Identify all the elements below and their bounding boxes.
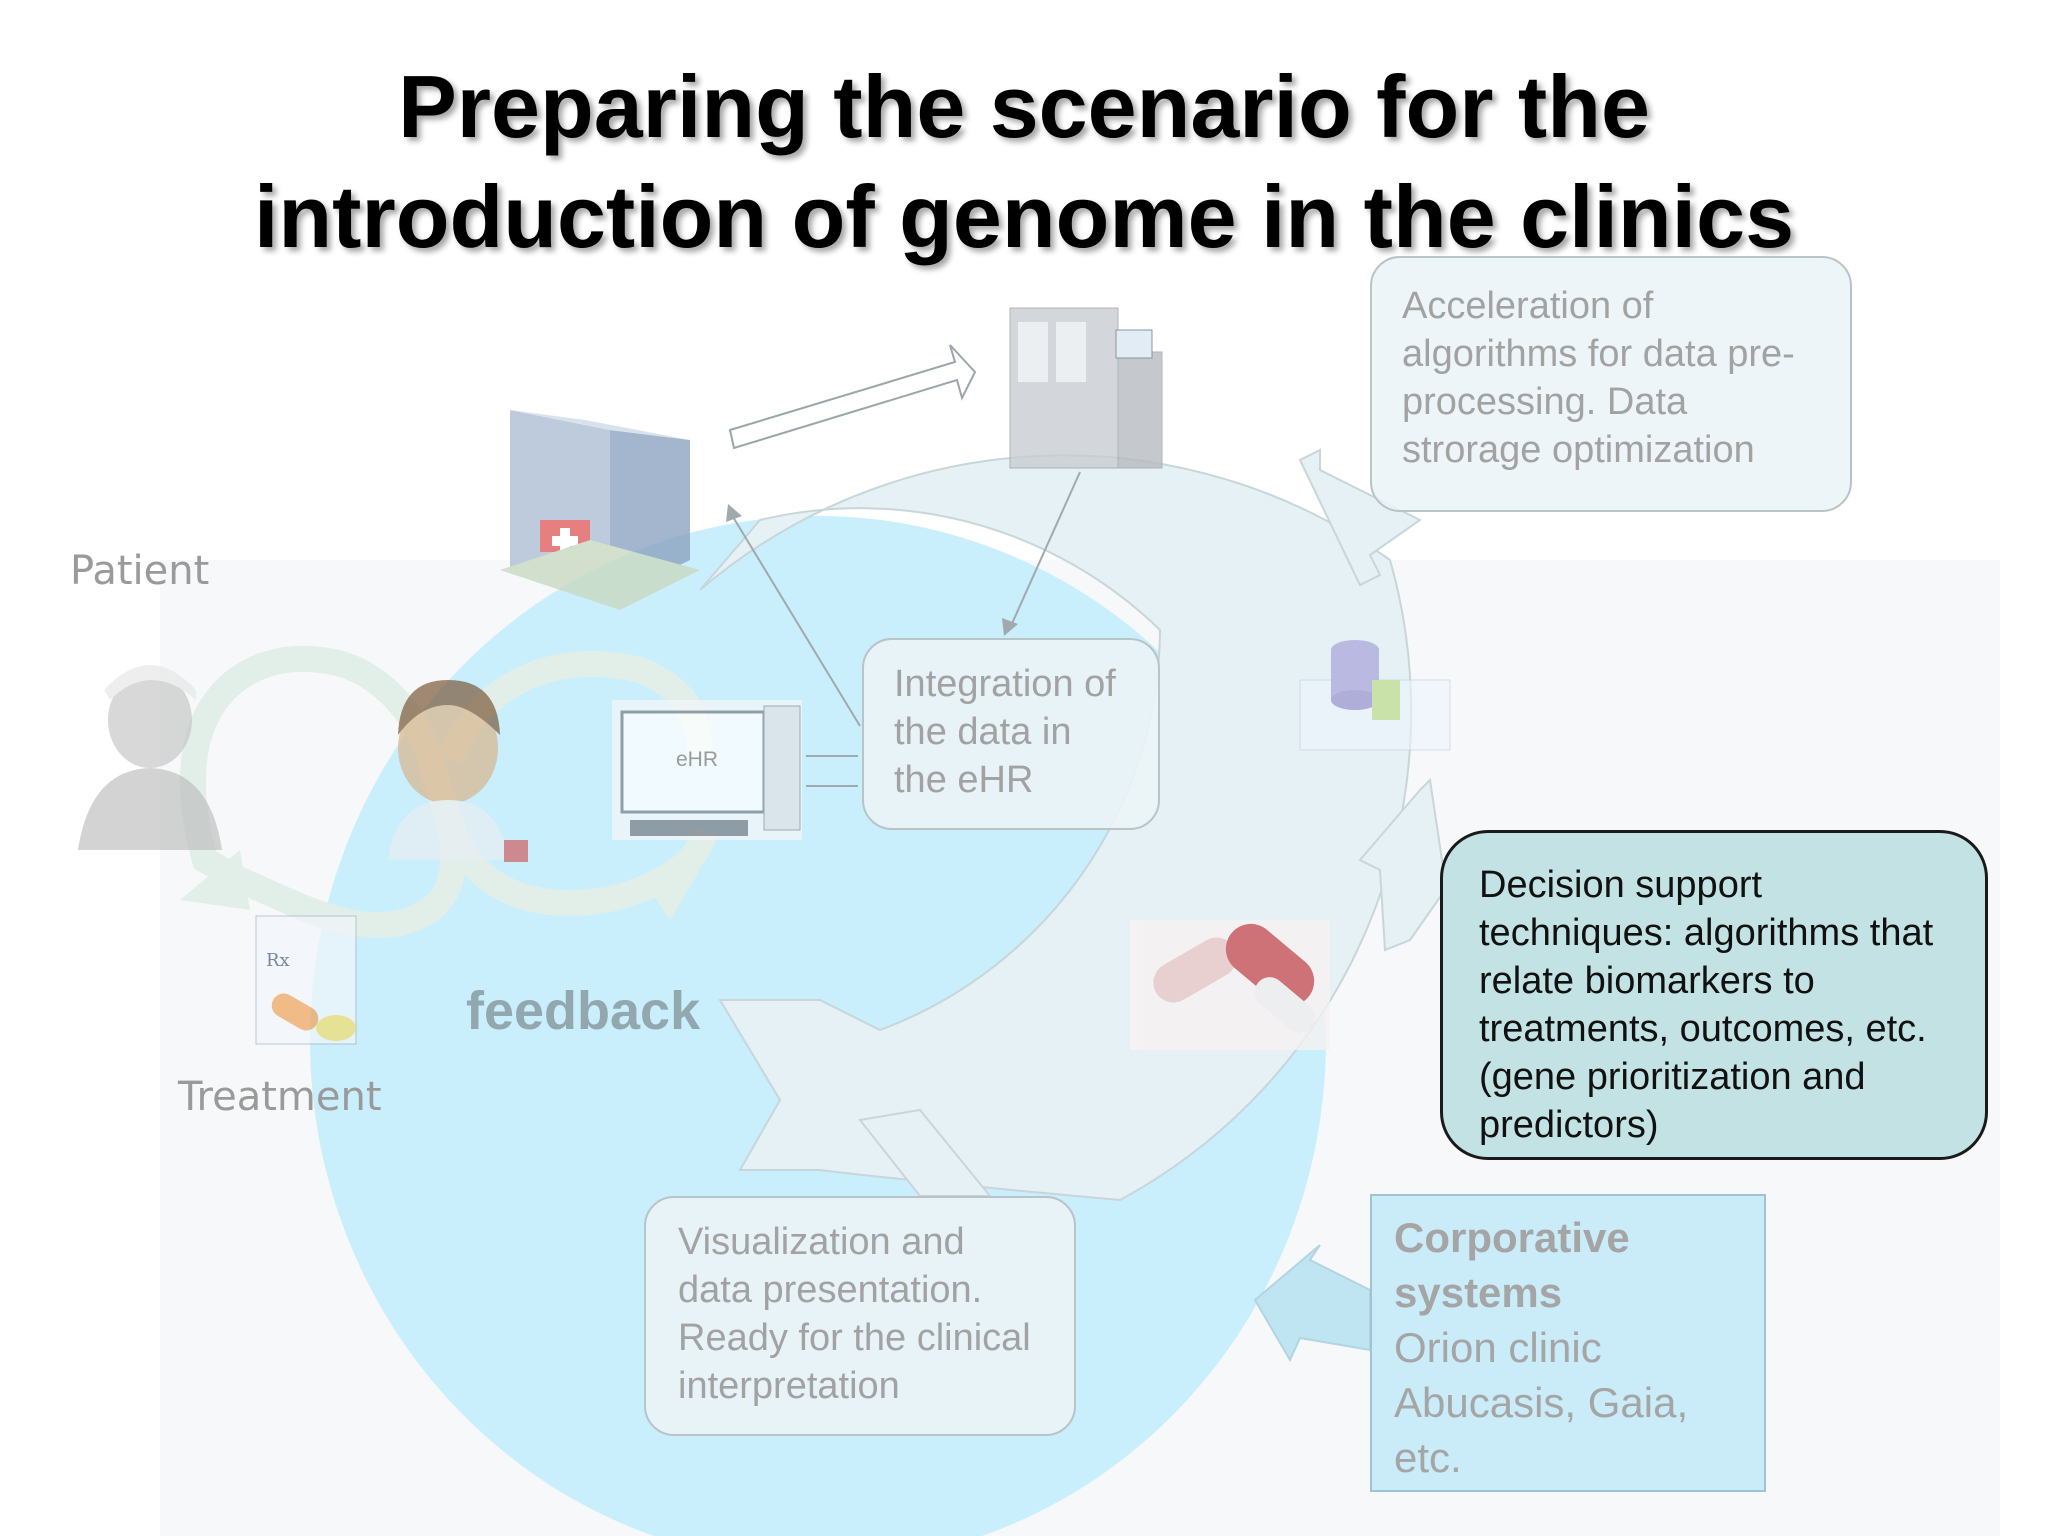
corporative-heading-1: Corporative bbox=[1394, 1214, 1630, 1261]
hospital-icon bbox=[500, 410, 700, 610]
integration-box: Integration of the data in the eHR bbox=[862, 638, 1160, 830]
svg-text:Rx: Rx bbox=[266, 950, 290, 971]
page-title: Preparing the scenario for the introduct… bbox=[0, 52, 2048, 272]
arrow-to-sequencer bbox=[728, 344, 977, 450]
prescription-icon: Rx bbox=[255, 915, 357, 1045]
ehr-screen-label: eHR bbox=[676, 748, 719, 771]
corporative-line-1: Orion clinic bbox=[1394, 1324, 1602, 1371]
connector-arrowhead-2 bbox=[726, 504, 742, 522]
acceleration-box: Acceleration of algorithms for data pre-… bbox=[1370, 256, 1852, 512]
connector-arrowhead bbox=[1002, 618, 1018, 636]
arrow-from-decision bbox=[1358, 777, 1446, 952]
title-line-1: Preparing the scenario for the bbox=[398, 57, 1650, 156]
doctor-icon bbox=[388, 680, 528, 862]
arrow-from-corporative bbox=[1253, 1244, 1371, 1363]
corporative-line-2: Abucasis, Gaia, bbox=[1394, 1379, 1689, 1426]
computer-icon bbox=[612, 700, 802, 840]
decision-support-box: Decision support techniques: algorithms … bbox=[1440, 830, 1988, 1160]
patient-icon bbox=[78, 665, 222, 850]
database-icon bbox=[1299, 640, 1451, 751]
loop-arrowhead-2 bbox=[180, 850, 250, 910]
integration-to-hospital-line bbox=[729, 511, 861, 727]
sequencer-to-integration-line bbox=[1009, 471, 1081, 629]
visualization-box: Visualization and data presentation. Rea… bbox=[644, 1196, 1076, 1436]
loop-arrowhead bbox=[640, 870, 700, 920]
corporative-line-3: etc. bbox=[1394, 1434, 1462, 1481]
arrow-from-acceleration bbox=[1298, 448, 1422, 587]
sequencer-icon bbox=[1009, 307, 1163, 469]
patient-label: Patient bbox=[70, 548, 210, 594]
treatment-label: Treatment bbox=[178, 1074, 382, 1120]
corporative-systems-box: Corporative systems Orion clinic Abucasi… bbox=[1370, 1194, 1766, 1492]
title-line-2: introduction of genome in the clinics bbox=[253, 167, 1795, 266]
feedback-label: feedback bbox=[466, 981, 701, 1041]
corporative-heading-2: systems bbox=[1394, 1269, 1563, 1316]
pills-icon bbox=[1130, 920, 1330, 1050]
